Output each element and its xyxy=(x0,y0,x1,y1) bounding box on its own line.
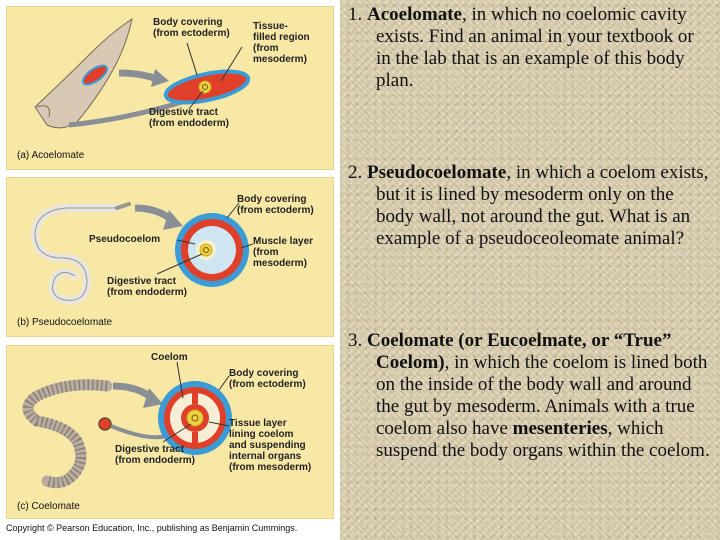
coelomate-illustration xyxy=(22,361,232,489)
panel-pseudocoelomate: Body covering (from ectoderm) Pseudocoel… xyxy=(6,177,334,337)
item-number: 3. xyxy=(348,330,363,351)
panel-acoelomate: Body covering (from ectoderm) Tissue- fi… xyxy=(6,6,334,170)
annotation-tissue-layer: Tissue layer lining coelom and suspendin… xyxy=(229,418,312,473)
annotation-tissue-filled-region: Tissue- filled region (from mesoderm) xyxy=(253,21,310,65)
panel-label-pseudocoelomate: (b) Pseudocoelomate xyxy=(17,317,113,328)
list-item-acoelomate: 1. Acoelomate, in which no coelomic cavi… xyxy=(348,4,712,92)
panel-label-coelomate: (c) Coelomate xyxy=(17,501,80,512)
annotation-body-covering: Body covering (from ectoderm) xyxy=(229,368,306,390)
annotation-digestive-tract: Digestive tract (from endoderm) xyxy=(115,444,195,466)
annotation-digestive-tract: Digestive tract (from endoderm) xyxy=(149,107,229,129)
item-number: 1. xyxy=(348,4,363,25)
list-item-coelomate: 3. Coelomate (or Eucoelmate, or “True” C… xyxy=(348,330,712,462)
copyright-notice: Copyright © Pearson Education, Inc., pub… xyxy=(6,523,298,533)
item-description-end: , which suspend the body organs within t… xyxy=(376,418,710,461)
item-term: Coelomate (or Eucoelmate, or “True” Coel… xyxy=(367,330,672,373)
item-term-mesenteries: mesenteries xyxy=(512,418,608,439)
body-plan-figure: Body covering (from ectoderm) Tissue- fi… xyxy=(0,0,340,540)
item-term: Pseudocoelomate xyxy=(367,162,507,183)
list-item-pseudocoelomate: 2. Pseudocoelomate, in which a coelom ex… xyxy=(348,162,712,250)
annotation-body-covering: Body covering (from ectoderm) xyxy=(237,194,314,216)
annotation-coelom: Coelom xyxy=(151,352,188,363)
panel-coelomate: Coelom Body covering (from ectoderm) Tis… xyxy=(6,345,334,519)
annotation-muscle-layer: Muscle layer (from mesoderm) xyxy=(253,236,314,269)
item-description: , in which the coelom is lined both on t… xyxy=(376,352,708,439)
annotation-pseudocoelom: Pseudocoelom xyxy=(89,234,161,245)
item-number: 2. xyxy=(348,162,363,183)
item-description: , in which no coelomic cavity exists. Fi… xyxy=(376,4,694,91)
pseudocoelomate-illustration xyxy=(30,202,254,305)
item-description: , in which a coelom exists, but it is li… xyxy=(376,162,709,249)
acoelomate-illustration xyxy=(34,17,251,129)
annotation-body-covering: Body covering (from ectoderm) xyxy=(153,17,230,39)
panel-label-acoelomate: (a) Acoelomate xyxy=(17,150,85,161)
item-term: Acoelomate xyxy=(367,4,462,25)
annotation-digestive-tract: Digestive tract (from endoderm) xyxy=(107,276,187,298)
